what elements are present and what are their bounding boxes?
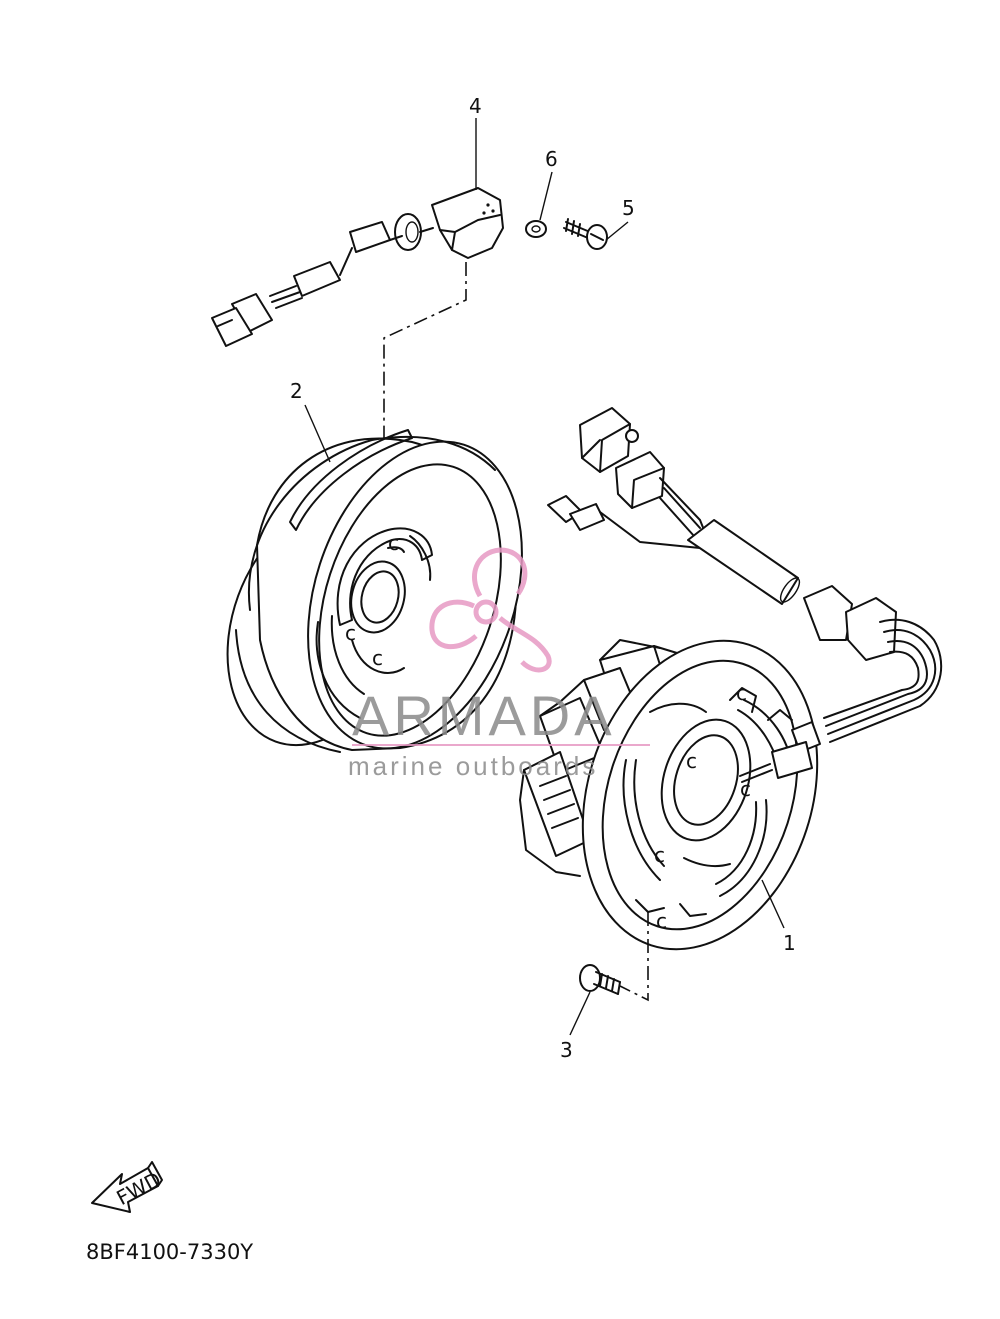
svg-text:c: c — [686, 749, 697, 773]
svg-text:c: c — [740, 777, 751, 801]
callout-3: 3 — [560, 1038, 573, 1062]
callout-1: 1 — [783, 931, 796, 955]
assembly-line-4-2 — [383, 262, 467, 438]
part-6-washer — [525, 220, 547, 238]
svg-text:c: c — [345, 621, 356, 645]
svg-text:c: c — [372, 646, 383, 670]
part-4-pulser-coil — [211, 187, 504, 347]
diagram-code: 8BF4100-7330Y — [86, 1240, 253, 1264]
part-2-flywheel: c c c — [226, 429, 523, 753]
part-5-screw — [563, 218, 608, 250]
callout-2: 2 — [290, 379, 303, 403]
leader-5 — [605, 221, 629, 241]
part-1-stator: c c c c c — [519, 407, 943, 951]
leader-1 — [761, 879, 785, 929]
leader-2 — [304, 404, 331, 463]
watermark: ARMADA marine outboards — [348, 547, 650, 781]
svg-text:c: c — [656, 909, 667, 933]
armada-propeller-logo — [429, 547, 552, 673]
svg-text:c: c — [736, 681, 747, 705]
callout-4: 4 — [469, 94, 482, 118]
callout-6: 6 — [545, 147, 558, 171]
fwd-arrow-icon: FWD — [91, 1161, 165, 1213]
assembly-line-1-3 — [619, 912, 649, 1002]
svg-text:c: c — [654, 843, 665, 867]
leader-6 — [539, 171, 553, 221]
svg-text:c: c — [388, 531, 399, 555]
part-3-screw — [579, 964, 621, 995]
watermark-brand: ARMADA — [352, 684, 616, 747]
callout-5: 5 — [622, 196, 635, 220]
leader-3 — [569, 991, 591, 1036]
watermark-tagline: marine outboards — [348, 751, 598, 781]
